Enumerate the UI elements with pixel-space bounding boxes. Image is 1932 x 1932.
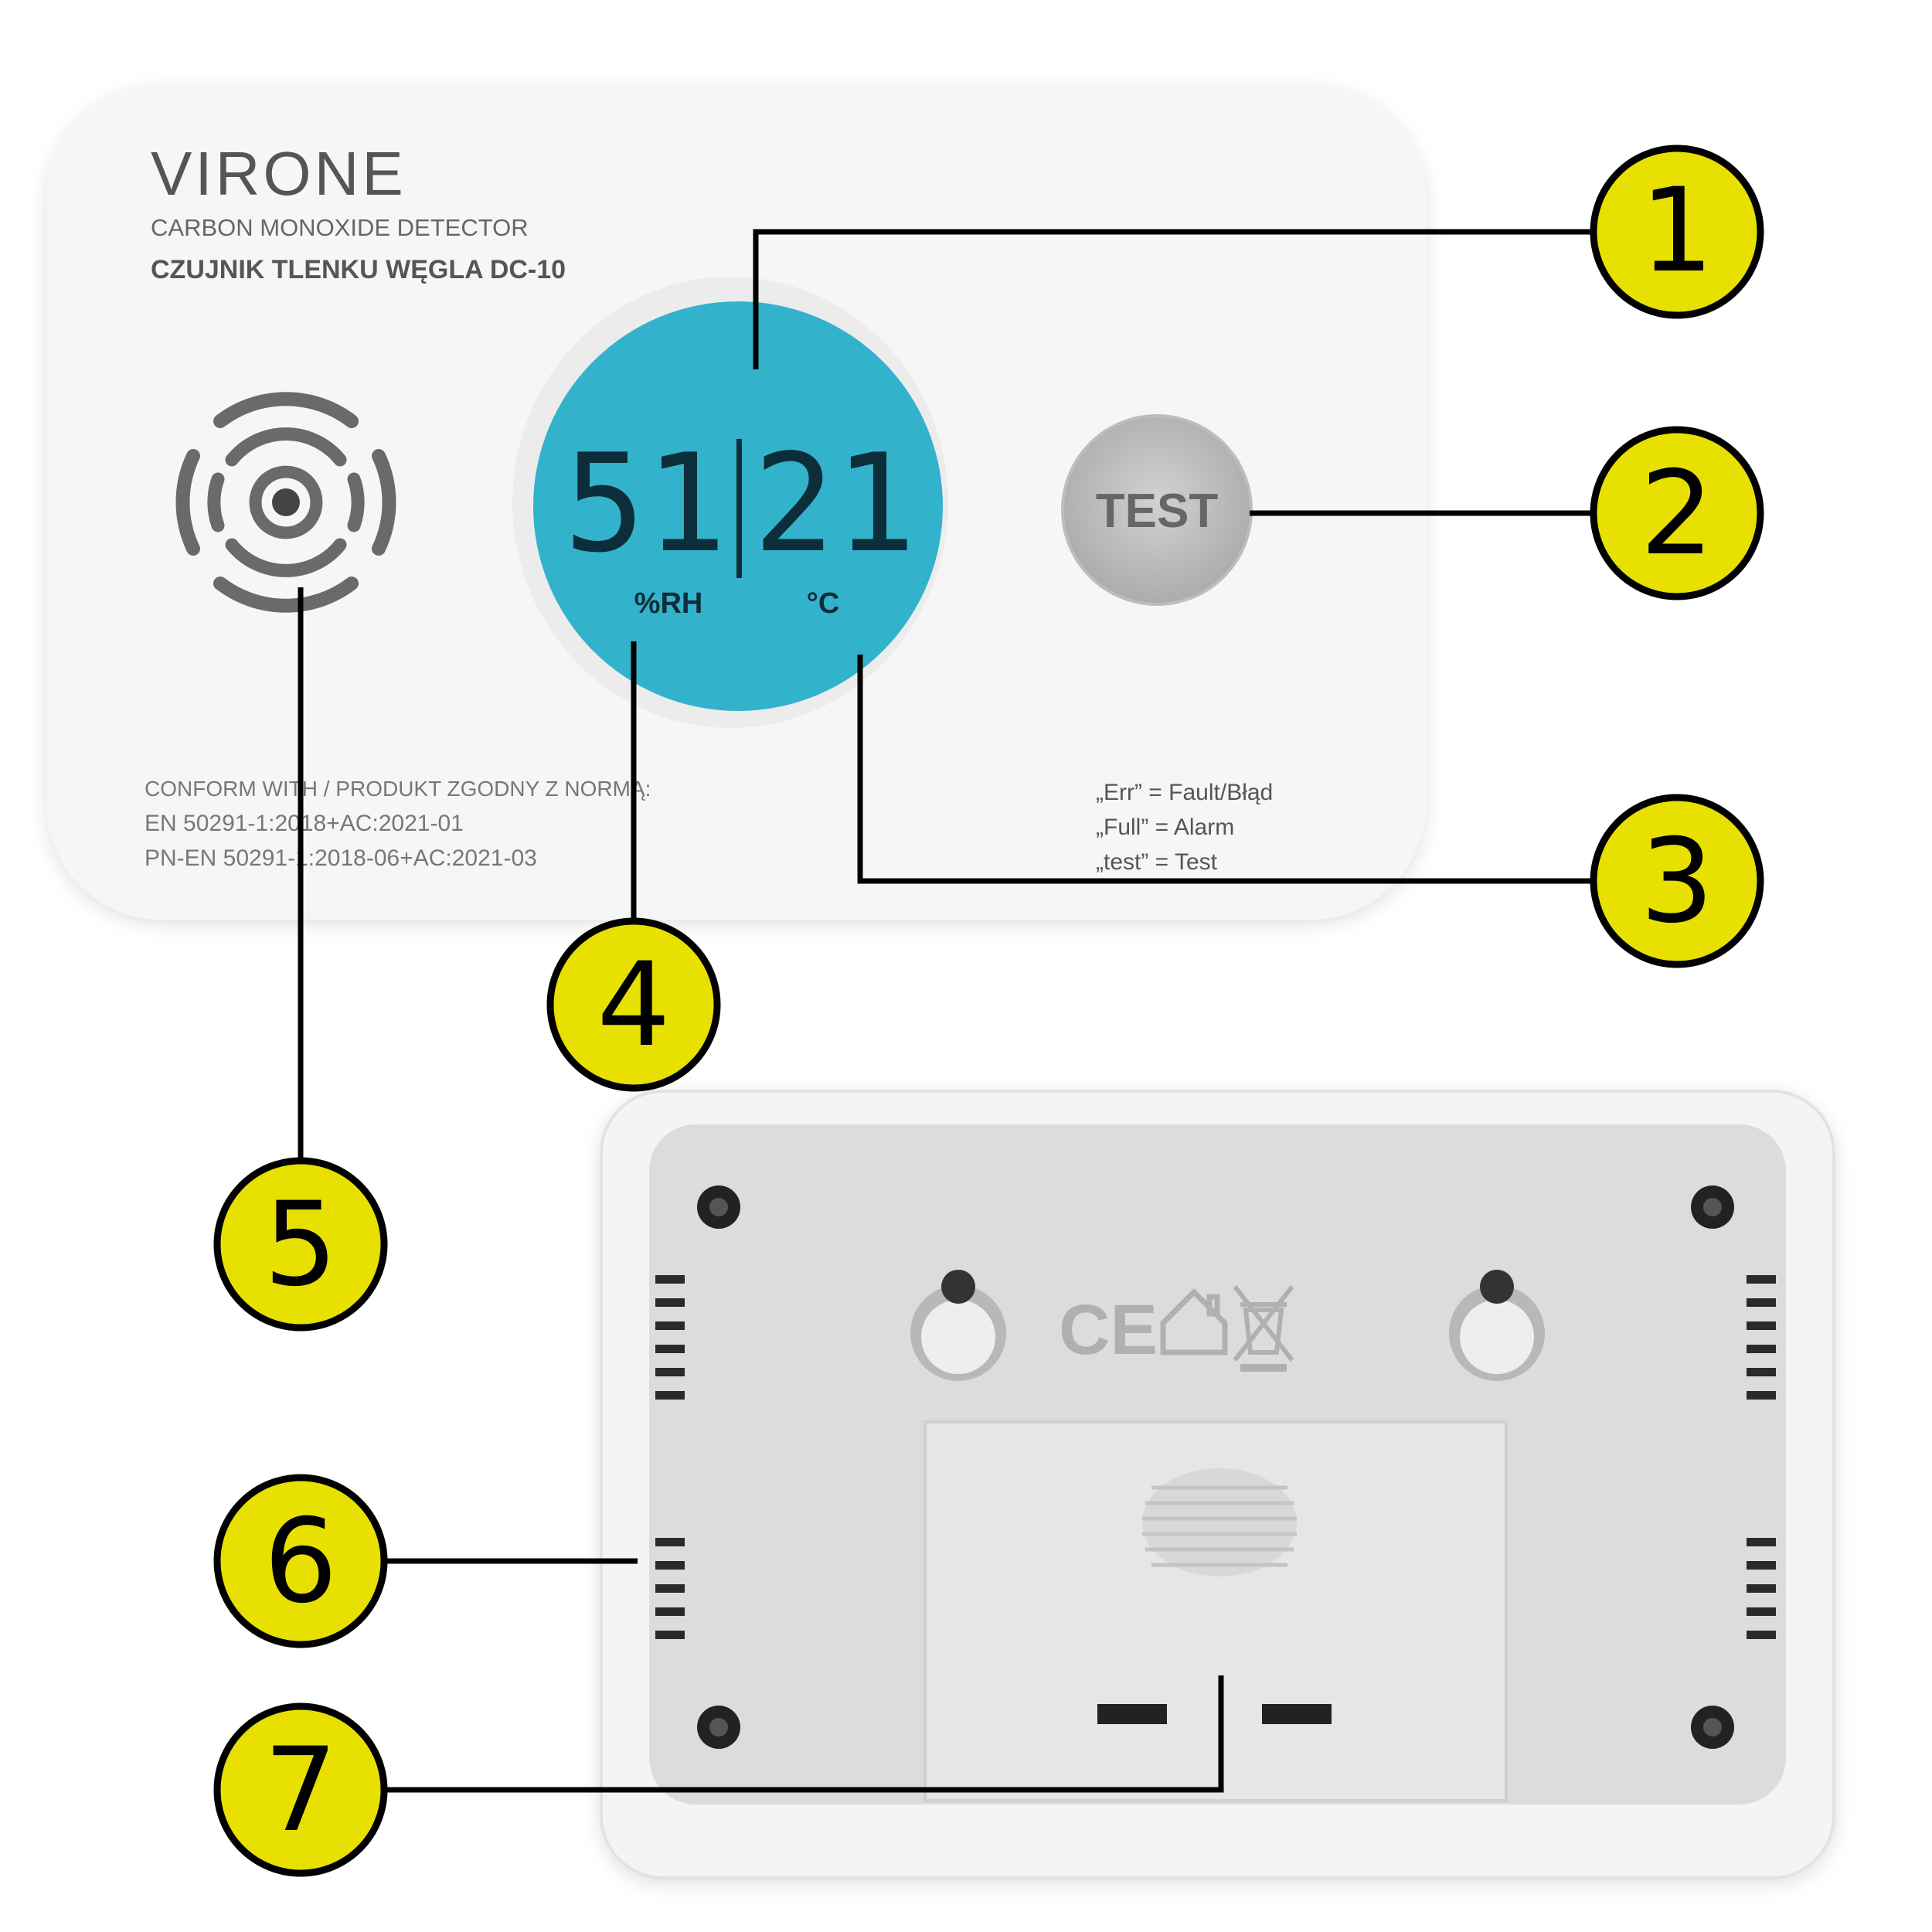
svg-text:5: 5 bbox=[264, 1178, 337, 1312]
callout-1: 1 bbox=[1590, 145, 1764, 319]
humidity-unit: %RH bbox=[634, 587, 703, 620]
svg-text:7: 7 bbox=[264, 1723, 337, 1858]
svg-text:6: 6 bbox=[264, 1495, 337, 1629]
ce-mark-icon: CE bbox=[1059, 1291, 1158, 1369]
test-button-label: TEST bbox=[1096, 485, 1219, 538]
callout-4: 4 bbox=[546, 917, 721, 1092]
test-button[interactable]: TEST bbox=[1061, 414, 1253, 606]
cover-slot bbox=[1097, 1704, 1167, 1724]
cover-grip bbox=[1142, 1468, 1297, 1577]
svg-text:3: 3 bbox=[1640, 815, 1713, 949]
svg-text:2: 2 bbox=[1640, 447, 1713, 581]
callout-2: 2 bbox=[1590, 426, 1764, 600]
callout-5: 5 bbox=[213, 1157, 388, 1332]
keyhole-mount-icon bbox=[910, 1270, 1545, 1381]
norms-heading: CONFORM WITH / PRODUKT ZGODNY Z NORMĄ: bbox=[145, 777, 651, 801]
code-test: „test” = Test bbox=[1096, 849, 1218, 875]
crossed-bin-icon bbox=[1233, 1285, 1294, 1372]
lcd-divider bbox=[736, 439, 742, 578]
norm-pn: PN-EN 50291-1:2018-06+AC:2021-03 bbox=[145, 845, 537, 871]
subtitle-en: CARBON MONOXIDE DETECTOR bbox=[151, 214, 529, 241]
temperature-value: 21 bbox=[753, 426, 917, 583]
temperature-unit: °C bbox=[807, 587, 840, 620]
humidity-value: 51 bbox=[564, 426, 727, 583]
battery-cover[interactable] bbox=[923, 1420, 1508, 1802]
svg-text:1: 1 bbox=[1640, 164, 1713, 298]
callout-6: 6 bbox=[213, 1474, 388, 1648]
cover-slot bbox=[1262, 1704, 1332, 1724]
code-err: „Err” = Fault/Błąd bbox=[1096, 780, 1273, 805]
code-full: „Full” = Alarm bbox=[1096, 815, 1234, 840]
subtitle-pl: CZUJNIK TLENKU WĘGLA DC-10 bbox=[151, 255, 566, 284]
callout-7: 7 bbox=[213, 1702, 388, 1877]
screw-icon bbox=[697, 1185, 1734, 1749]
speaker-grille-icon bbox=[175, 392, 396, 613]
norm-en: EN 50291-1:2018+AC:2021-01 bbox=[145, 811, 464, 836]
svg-text:4: 4 bbox=[597, 938, 670, 1073]
brand-logo: VIRONE bbox=[151, 139, 406, 208]
side-vents bbox=[655, 1275, 1776, 1639]
back-device: CE bbox=[600, 1090, 1835, 1879]
callout-3: 3 bbox=[1590, 794, 1764, 968]
leader-lines bbox=[298, 229, 1614, 1793]
front-device: VIRONE CARBON MONOXIDE DETECTOR CZUJNIK … bbox=[46, 85, 1426, 920]
lcd-display: 51 21 %RH °C bbox=[512, 277, 948, 728]
house-icon bbox=[1160, 1288, 1228, 1355]
